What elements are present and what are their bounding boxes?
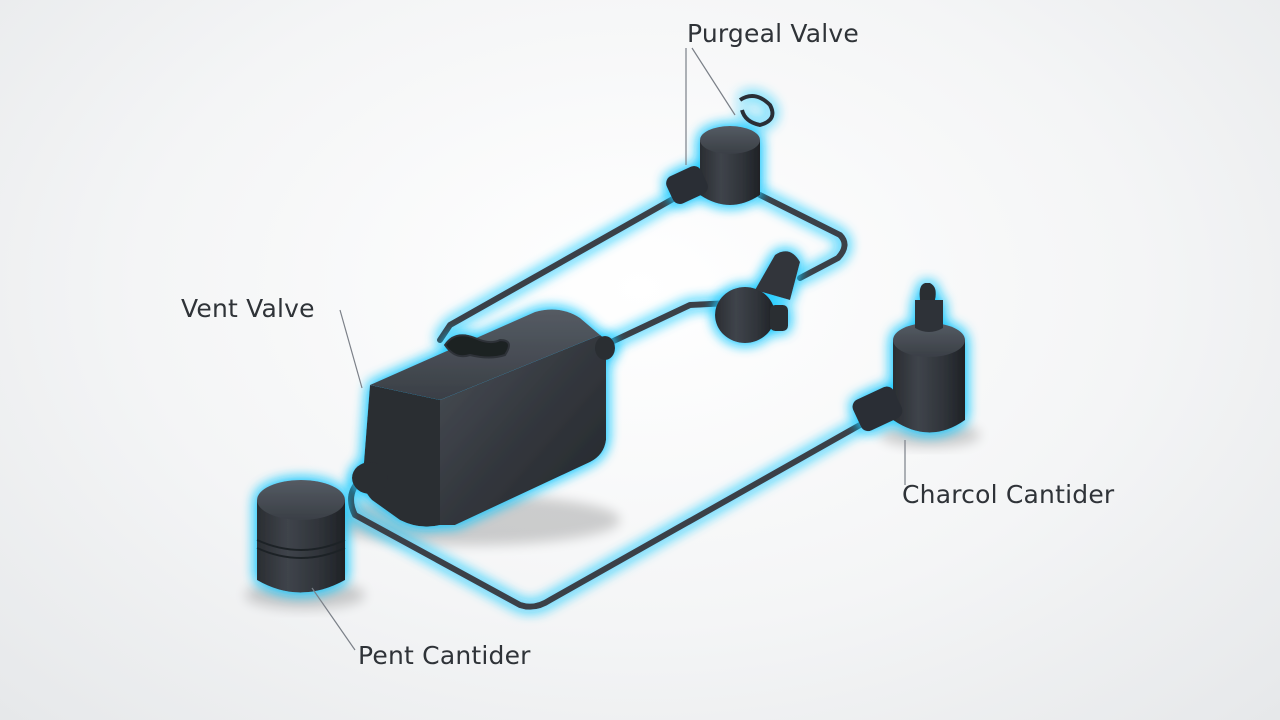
charcoal-canister-label: Charcol Cantider bbox=[902, 480, 1115, 509]
vent-valve-label: Vent Valve bbox=[181, 294, 315, 323]
tank-side-face bbox=[440, 335, 607, 525]
charcoal-canister-body bbox=[893, 340, 965, 433]
purge-valve-connector bbox=[738, 94, 775, 128]
inline-fitting-neck bbox=[755, 251, 800, 300]
charcoal-canister-stem bbox=[915, 300, 943, 332]
charcoal-canister bbox=[852, 283, 965, 433]
pent-canister bbox=[256, 480, 346, 593]
pent-canister-body bbox=[257, 500, 345, 593]
pent-canister-label: Pent Cantider bbox=[358, 641, 531, 670]
vent-valve-tank bbox=[352, 309, 615, 527]
pent-canister-ring-2 bbox=[256, 547, 346, 559]
leader-purge-valve bbox=[685, 47, 736, 165]
hose-lines bbox=[348, 192, 863, 610]
charcoal-canister-tip bbox=[919, 283, 936, 300]
leader-pent-canister bbox=[311, 587, 356, 651]
leader-lines bbox=[311, 47, 906, 651]
charcoal-canister-port bbox=[852, 386, 903, 432]
inline-fitting-body bbox=[715, 287, 775, 343]
leader-vent-valve bbox=[339, 309, 363, 389]
inline-fitting-nub bbox=[770, 305, 788, 331]
purge-valve-port bbox=[666, 166, 708, 204]
tank-front-face bbox=[362, 385, 440, 527]
pent-canister-ring bbox=[256, 539, 346, 551]
tank-front-port bbox=[352, 462, 388, 494]
purge-valve-top bbox=[700, 126, 760, 154]
tank-side-port bbox=[595, 336, 615, 360]
inline-fitting bbox=[715, 251, 800, 343]
hose-purge-to-fitting bbox=[757, 192, 848, 281]
hose-tank-to-fitting bbox=[602, 300, 733, 348]
purge-valve-body bbox=[700, 140, 760, 205]
charcoal-canister-top bbox=[893, 323, 965, 357]
hose-tank-loop bbox=[348, 422, 863, 610]
purge-valve-label: Purgeal Valve bbox=[687, 19, 859, 48]
tank-clip bbox=[443, 334, 510, 359]
pent-canister-top bbox=[257, 480, 345, 520]
purge-valve bbox=[666, 94, 775, 205]
hose-purge-to-tank bbox=[437, 192, 683, 343]
